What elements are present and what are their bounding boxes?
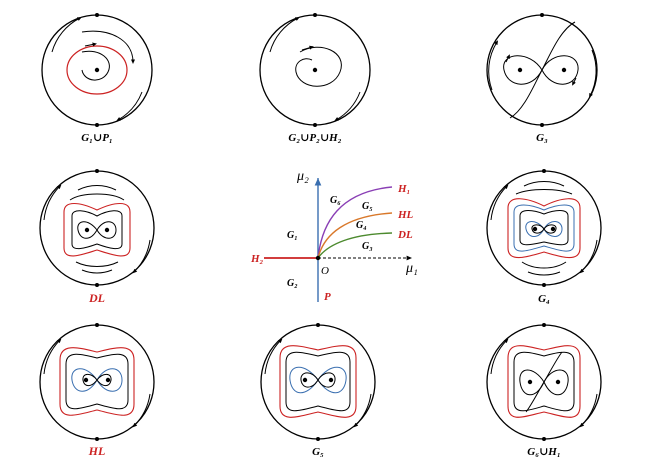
curve-hl-label: HL: [397, 209, 414, 221]
portrait-g1-p1: [41, 13, 153, 127]
label-g4: G₄: [538, 293, 550, 305]
curve-p-label: P: [324, 291, 331, 303]
portrait-g4: [486, 169, 602, 287]
label-g2-p2-h2: G₂∪P₂∪H₂: [288, 132, 341, 144]
portrait-g6-h1: [486, 323, 602, 441]
label-g5: G₅: [312, 446, 324, 458]
portrait-dl: [39, 169, 155, 287]
region-g2-label: G₂: [287, 278, 298, 289]
curve-hl: [317, 212, 393, 259]
curve-h1-label: H₁: [397, 183, 410, 195]
curve-h1: [317, 186, 393, 259]
portrait-g2-p2-h2: [259, 13, 371, 127]
label-g3: G₃: [536, 132, 548, 144]
region-g5-label: G₅: [362, 201, 373, 212]
origin-label: O: [321, 265, 329, 277]
region-g4-label: G₄: [356, 220, 367, 231]
label-hl: HL: [88, 444, 106, 458]
region-g3-label: G₃: [362, 241, 373, 252]
region-g6-label: G₆: [330, 195, 341, 206]
curve-dl: [317, 232, 393, 259]
portrait-g5: [260, 323, 376, 441]
portrait-hl: [39, 323, 155, 441]
label-dl: DL: [88, 291, 105, 305]
mu2-label: μ₂: [296, 169, 309, 184]
curve-dl-label: DL: [397, 229, 413, 241]
bifurcation-diagram: μ₂ μ₁ O H₁ HL DL H₂ P G₆ G₅ G₄ G₃ G₁ G₂: [250, 169, 418, 303]
mu1-label: μ₁: [405, 261, 418, 276]
curve-h2-label: H₂: [250, 253, 264, 265]
region-g1-label: G₁: [287, 230, 298, 241]
label-g6-h1: G₆∪H₁: [527, 446, 560, 458]
label-g1-p1: G₁∪P₁: [81, 132, 113, 144]
portrait-g3: [486, 13, 598, 127]
